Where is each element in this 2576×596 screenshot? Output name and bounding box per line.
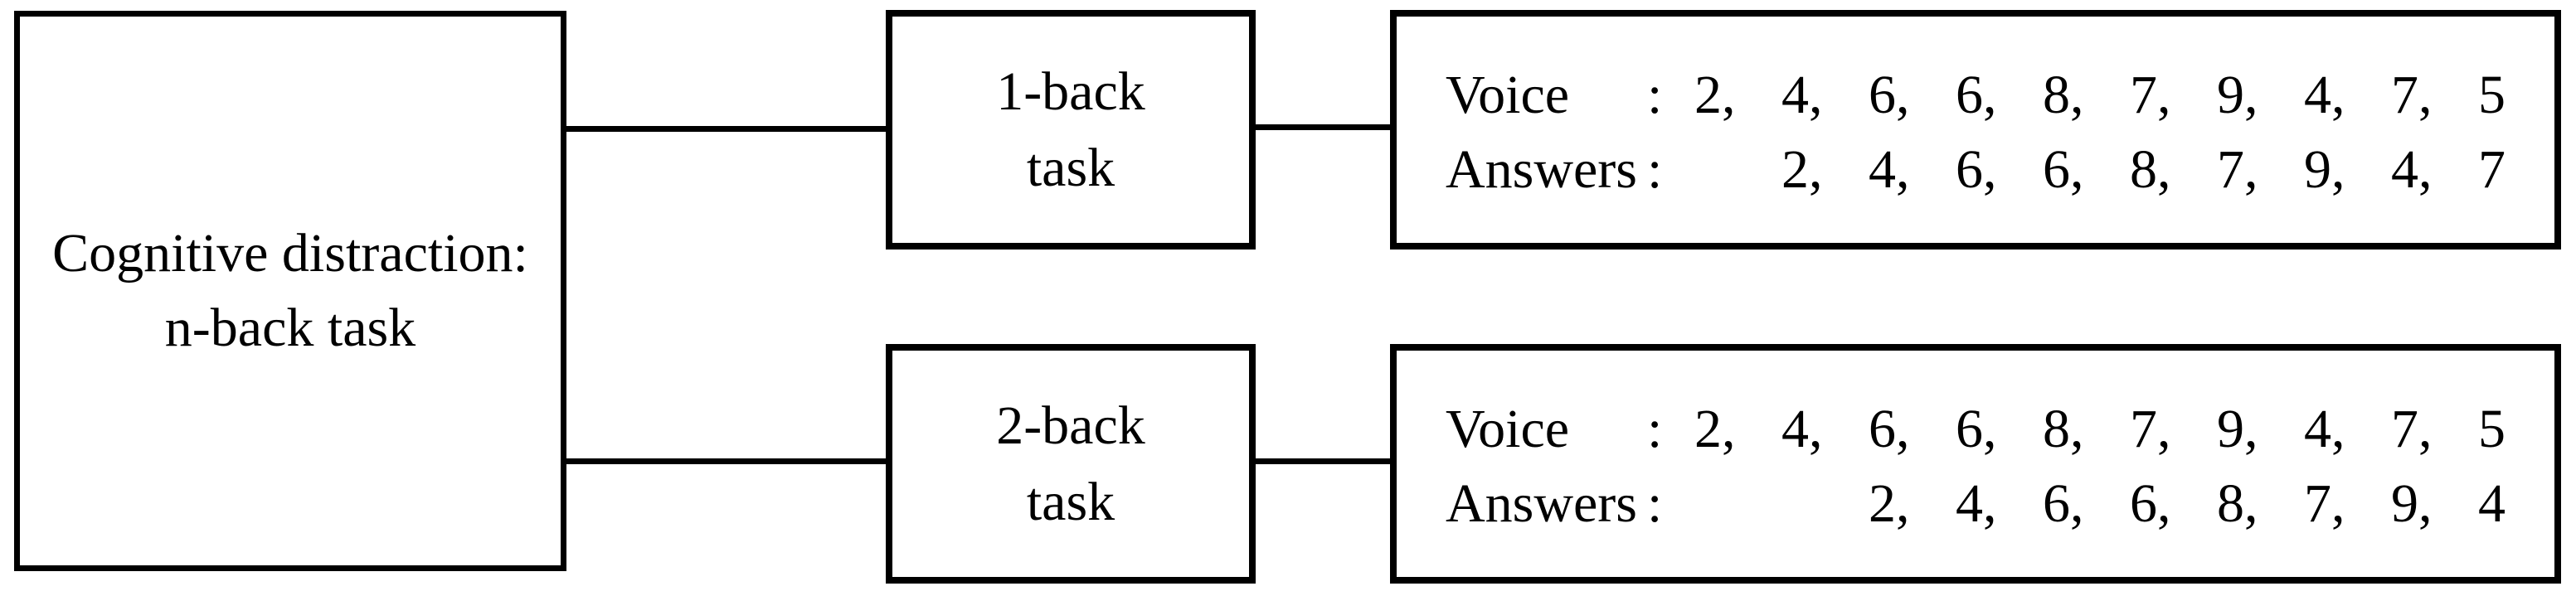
- sequence-box-1back: Voice : 2,4,6,6,8,7,9,4,7,5 Answers : 2,…: [1390, 10, 2561, 250]
- answers-row-2back: Answers : 2,4,6,6,8,7,9,4: [1397, 468, 2554, 540]
- 1back-label-line1: 1-back: [996, 61, 1145, 122]
- voice-digits-1back: 2,4,6,6,8,7,9,4,7,5: [1694, 65, 2506, 125]
- root-node-cognitive-distraction: Cognitive distraction: n-back task: [14, 11, 566, 571]
- answers-digits-1back: 2,4,6,6,8,7,9,4,7: [1781, 139, 2506, 200]
- 2back-label-line1: 2-back: [996, 395, 1145, 456]
- connector-root-to-1back: [566, 126, 886, 132]
- root-label-line2: n-back task: [164, 298, 416, 358]
- connector-2back-to-sequence: [1255, 458, 1390, 464]
- 1back-label-line2: task: [1026, 137, 1115, 198]
- 2back-label-line2: task: [1026, 471, 1115, 532]
- answers-label: Answers: [1446, 139, 1637, 200]
- node-1back-task: 1-back task: [886, 10, 1256, 250]
- node-2back-task: 2-back task: [886, 344, 1256, 584]
- connector-1back-to-sequence: [1255, 124, 1390, 130]
- root-label-line1: Cognitive distraction:: [52, 223, 528, 283]
- answers-colon: :: [1647, 139, 1663, 200]
- voice-label: Voice: [1446, 65, 1570, 125]
- answers-digits-2back: 2,4,6,6,8,7,9,4: [1869, 473, 2506, 534]
- voice-digits-2back: 2,4,6,6,8,7,9,4,7,5: [1694, 399, 2506, 459]
- connector-root-to-2back: [566, 458, 886, 464]
- sequence-box-2back: Voice : 2,4,6,6,8,7,9,4,7,5 Answers : 2,…: [1390, 344, 2561, 584]
- voice-label: Voice: [1446, 399, 1570, 459]
- voice-colon: :: [1647, 65, 1663, 125]
- answers-label: Answers: [1446, 473, 1637, 534]
- answers-row-1back: Answers : 2,4,6,6,8,7,9,4,7: [1397, 133, 2554, 206]
- voice-row-2back: Voice : 2,4,6,6,8,7,9,4,7,5: [1397, 393, 2554, 466]
- voice-row-1back: Voice : 2,4,6,6,8,7,9,4,7,5: [1397, 59, 2554, 132]
- answers-colon: :: [1647, 473, 1663, 534]
- voice-colon: :: [1647, 399, 1663, 459]
